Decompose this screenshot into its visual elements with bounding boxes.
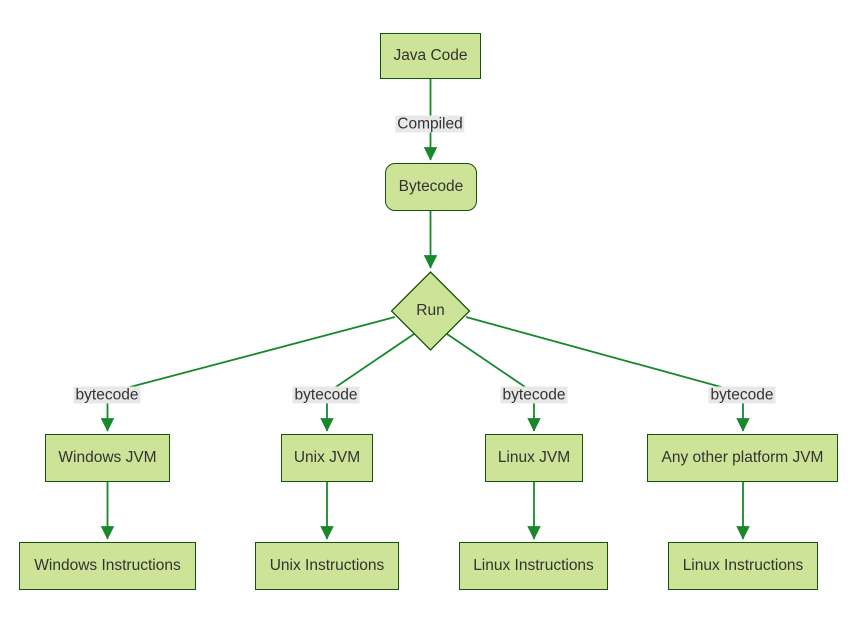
edge-label-bytecode-2: bytecode — [292, 386, 360, 404]
edge-run-windows-jvm — [100, 316, 396, 432]
node-linux-instructions: Linux Instructions — [459, 542, 608, 590]
node-unix-instructions: Unix Instructions — [255, 542, 399, 590]
edge-label-bytecode-1: bytecode — [73, 386, 141, 404]
edge-label-bytecode-3: bytecode — [500, 386, 568, 404]
node-java-code: Java Code — [380, 33, 481, 79]
node-bytecode: Bytecode — [385, 163, 477, 211]
node-windows-jvm: Windows JVM — [45, 434, 170, 482]
node-other-jvm: Any other platform JVM — [647, 434, 838, 482]
node-run-label: Run — [416, 302, 445, 319]
node-run-diamond — [390, 271, 471, 351]
node-unix-jvm: Unix JVM — [281, 434, 373, 482]
node-windows-instructions: Windows Instructions — [19, 542, 196, 590]
edge-label-compiled: Compiled — [395, 115, 465, 133]
node-other-instructions: Linux Instructions — [668, 542, 818, 590]
node-linux-jvm: Linux JVM — [485, 434, 583, 482]
edge-label-bytecode-4: bytecode — [708, 386, 776, 404]
